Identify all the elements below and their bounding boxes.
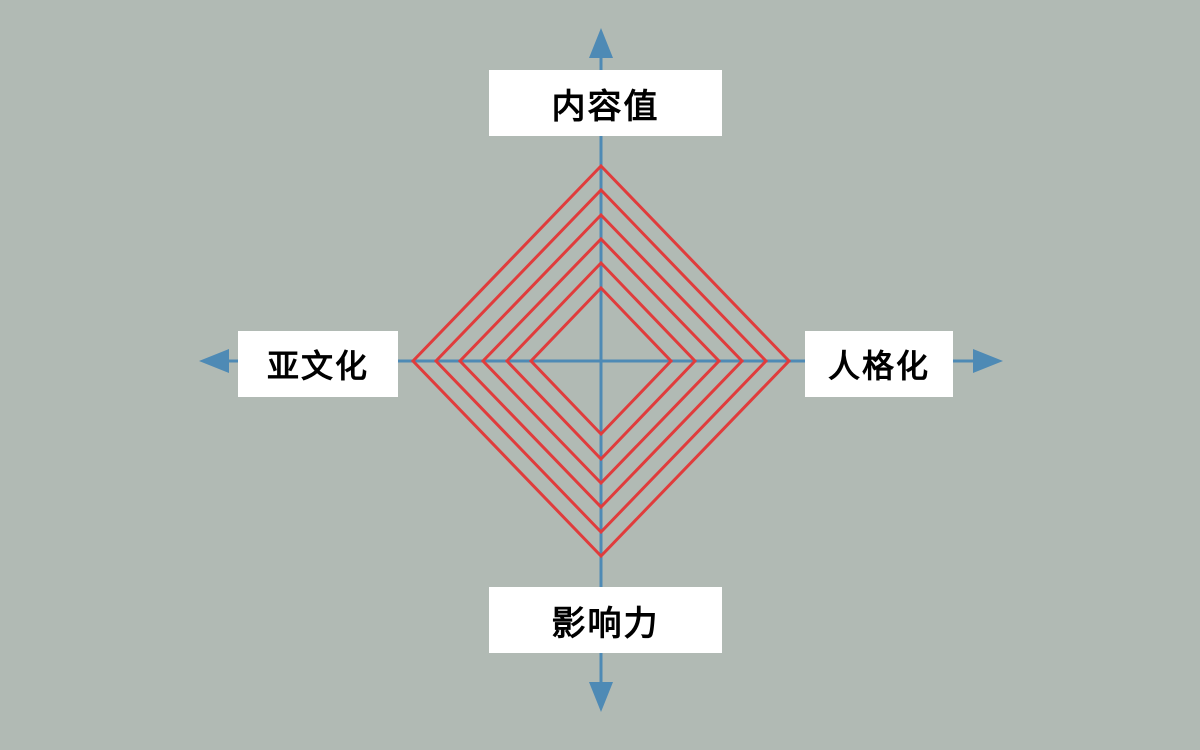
ring-2	[433, 187, 769, 535]
ring-4	[480, 236, 722, 486]
arrow-left-icon	[199, 349, 229, 373]
arrow-right-icon	[973, 349, 1003, 373]
axis-label-top: 内容值	[489, 70, 722, 136]
axis-label-right-text: 人格化	[827, 347, 930, 385]
ring-1	[410, 163, 792, 559]
axis-label-left-text: 亚文化	[266, 347, 369, 385]
ring-3	[457, 212, 745, 510]
concentric-ring-group	[410, 163, 792, 559]
axis-label-bottom: 影响力	[489, 587, 722, 653]
axis-label-bottom-text: 影响力	[551, 603, 660, 644]
arrow-down-icon	[589, 682, 613, 712]
arrow-up-icon	[589, 28, 613, 58]
axis-label-top-text: 内容值	[551, 86, 660, 127]
axis-label-right: 人格化	[805, 331, 953, 397]
ring-6	[528, 285, 674, 437]
axis-label-left: 亚文化	[238, 331, 398, 397]
ring-5	[504, 260, 698, 462]
